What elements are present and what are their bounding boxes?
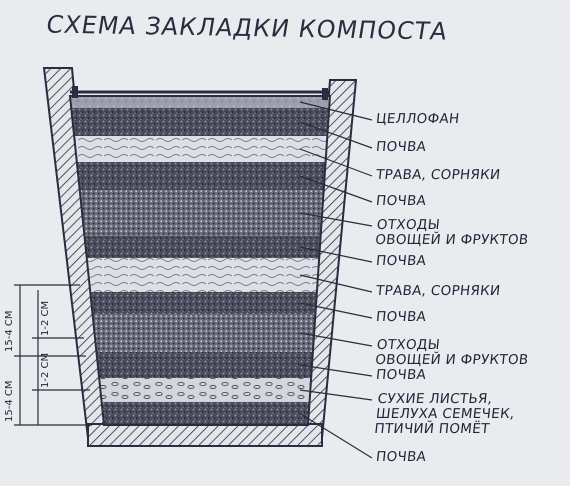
layer-cellophane xyxy=(70,96,330,108)
layer-soil-6 xyxy=(70,402,330,425)
layer-label-line: ОТХОДЫ xyxy=(376,217,441,233)
layer-label-line: СУХИЕ ЛИСТЬЯ, xyxy=(376,391,494,407)
layer-label-leaves: СУХИЕ ЛИСТЬЯ,ШЕЛУХА СЕМЕЧЕК,ПТИЧИЙ ПОМЁТ xyxy=(373,391,517,437)
layer-soil-4 xyxy=(70,292,330,314)
layer-label-line: ПОЧВА xyxy=(375,449,427,465)
layer-label-grass-1: ТРАВА, СОРНЯКИ xyxy=(375,167,502,183)
dim-outer-b: 15-4 СМ xyxy=(4,380,15,422)
layer-label-soil-4: ПОЧВА xyxy=(375,309,427,325)
layer-label-line: ШЕЛУХА СЕМЕЧЕК, xyxy=(375,406,516,422)
layer-label-line: ЦЕЛЛОФАН xyxy=(375,111,461,127)
dim-outer-a: 15-4 СМ xyxy=(4,310,15,352)
leader-soil-5 xyxy=(299,364,373,377)
layer-grass-1 xyxy=(70,136,330,162)
layer-soil-3 xyxy=(70,236,330,258)
layer-label-line: ПОЧВА xyxy=(375,367,427,383)
layer-soil-5 xyxy=(70,352,330,378)
leader-soil-4 xyxy=(299,302,373,319)
layer-waste-2 xyxy=(70,314,330,352)
layer-label-line: ОВОЩЕЙ И ФРУКТОВ xyxy=(374,352,530,368)
layer-label-line: ОТХОДЫ xyxy=(376,337,441,353)
leader-soil-1 xyxy=(299,121,373,149)
layer-label-line: ПОЧВА xyxy=(375,309,427,325)
layer-label-line: ТРАВА, СОРНЯКИ xyxy=(375,283,502,299)
layer-label-cellophane: ЦЕЛЛОФАН xyxy=(375,111,461,127)
leader-grass-2 xyxy=(299,274,373,293)
layer-soil-1 xyxy=(70,108,330,136)
leader-cellophane xyxy=(299,101,373,121)
layer-label-soil-2: ПОЧВА xyxy=(375,193,427,209)
layer-label-soil-6: ПОЧВА xyxy=(375,449,427,465)
layer-label-line: ОВОЩЕЙ И ФРУКТОВ xyxy=(374,232,530,248)
dim-inner-a: 1-2 СМ xyxy=(40,300,51,336)
layer-label-soil-5: ПОЧВА xyxy=(375,367,427,383)
layer-soil-2 xyxy=(70,162,330,190)
layer-label-grass-2: ТРАВА, СОРНЯКИ xyxy=(375,283,502,299)
bottom-wall xyxy=(87,423,323,447)
layer-label-line: ПТИЧИЙ ПОМЁТ xyxy=(373,421,491,437)
layer-waste-1 xyxy=(70,190,330,236)
leader-soil-2 xyxy=(299,175,373,203)
layer-leaves xyxy=(70,378,330,402)
layer-label-soil-3: ПОЧВА xyxy=(375,253,427,269)
layer-label-line: ТРАВА, СОРНЯКИ xyxy=(375,167,502,183)
layer-label-line: ПОЧВА xyxy=(375,253,427,269)
layer-grass-2 xyxy=(70,258,330,292)
leader-waste-1 xyxy=(299,212,373,227)
leader-waste-2 xyxy=(299,332,373,347)
layer-label-soil-1: ПОЧВА xyxy=(375,139,427,155)
leader-soil-6 xyxy=(299,412,373,459)
layer-label-line: ПОЧВА xyxy=(375,139,427,155)
dim-inner-b: 1-2 СМ xyxy=(40,352,51,388)
layer-label-line: ПОЧВА xyxy=(375,193,427,209)
leader-leaves xyxy=(299,389,373,401)
leader-grass-1 xyxy=(299,148,373,177)
leader-soil-3 xyxy=(299,246,373,263)
dimension-marks xyxy=(14,284,92,426)
